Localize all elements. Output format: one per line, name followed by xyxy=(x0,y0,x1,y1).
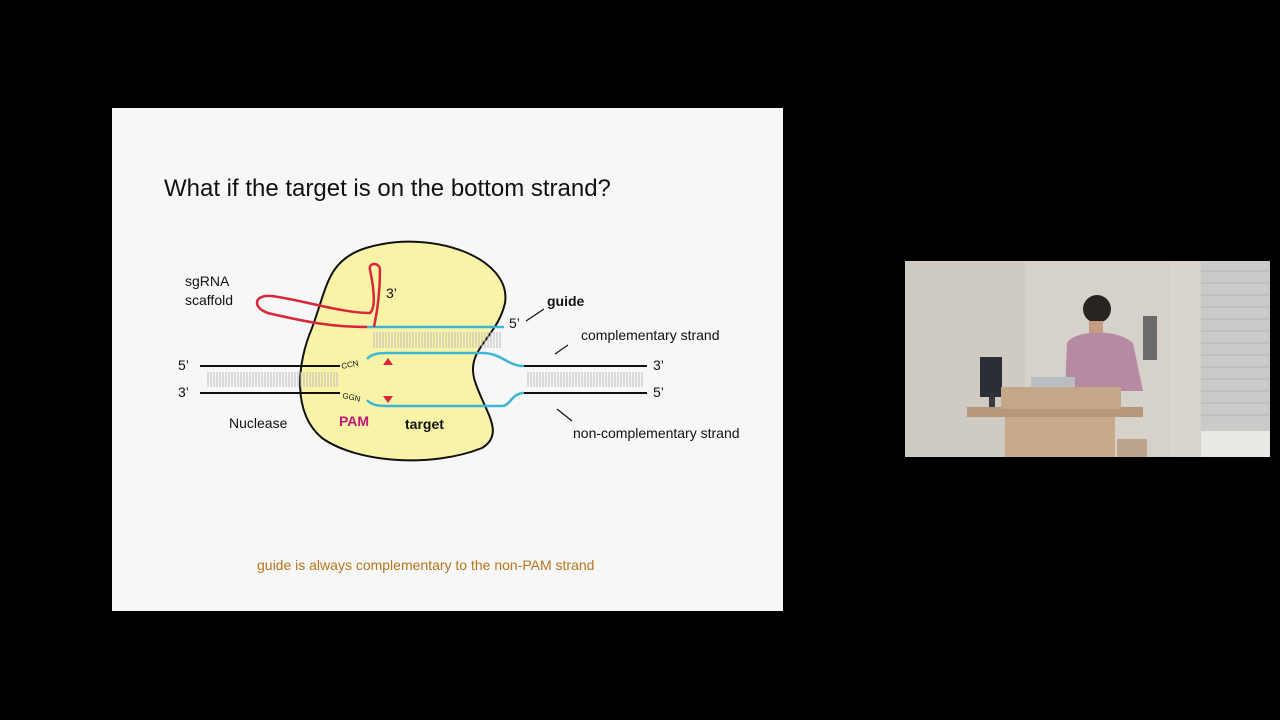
top-right-end-label: 3’ xyxy=(653,357,664,373)
sgrna-label-line2: scaffold xyxy=(185,292,233,308)
pam-label: PAM xyxy=(339,413,369,429)
bottom-cut-marker xyxy=(383,396,393,403)
non-complementary-pointer xyxy=(556,408,573,422)
target-label: target xyxy=(405,416,444,432)
left-basepair-ticks xyxy=(207,372,338,387)
nuclease-shape xyxy=(299,240,507,462)
bottom-left-end-label: 3’ xyxy=(178,384,189,400)
slide-footnote: guide is always complementary to the non… xyxy=(257,557,594,573)
slide-title: What if the target is on the bottom stra… xyxy=(164,175,611,202)
presenter-video-feed xyxy=(905,261,1270,457)
presentation-slide: What if the target is on the bottom stra… xyxy=(112,108,783,611)
sgrna-label-line1: sgRNA xyxy=(185,273,230,289)
ccn-sequence-label: CCN xyxy=(341,359,360,371)
sgrna-scaffold xyxy=(255,262,382,329)
non-complementary-strand-unwound xyxy=(366,391,525,408)
complementary-strand-unwound xyxy=(366,351,525,368)
rna-three-prime-label: 3’ xyxy=(386,285,397,301)
bottom-right-end-label: 5’ xyxy=(653,384,664,400)
presenter-video-icon xyxy=(905,261,1270,457)
guide-label: guide xyxy=(547,293,585,309)
slide-diagram: What if the target is on the bottom stra… xyxy=(164,175,740,573)
guide-five-prime-label: 5’ xyxy=(509,315,520,331)
non-complementary-strand-label: non-complementary strand xyxy=(573,425,740,441)
complementary-strand-label: complementary strand xyxy=(581,327,720,343)
ggn-sequence-label: GGN xyxy=(342,391,362,404)
top-cut-marker xyxy=(383,358,393,365)
nuclease-label: Nuclease xyxy=(229,415,288,431)
complementary-pointer xyxy=(554,344,569,355)
right-basepair-ticks xyxy=(527,372,643,387)
guide-basepair-ticks xyxy=(373,332,501,348)
guide-pointer xyxy=(525,308,545,322)
top-left-end-label: 5’ xyxy=(178,357,189,373)
